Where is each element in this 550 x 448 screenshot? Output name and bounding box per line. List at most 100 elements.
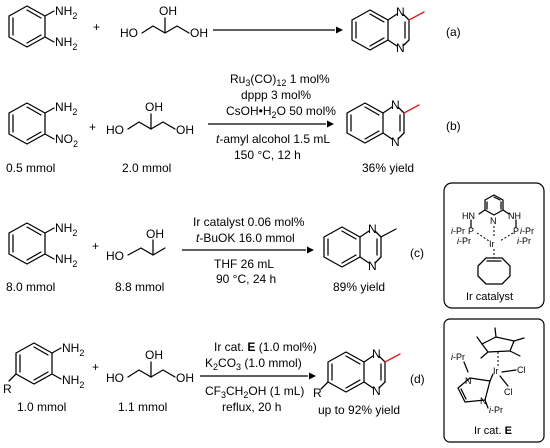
- plus-sign: +: [92, 360, 99, 374]
- nitrogen-label: N: [372, 384, 381, 398]
- nh-subscript: 2: [72, 42, 77, 52]
- substituted-diamine-d: NH2 NH2 R: [3, 341, 84, 396]
- amount-label: 2.0 mmol: [122, 161, 171, 175]
- nh-label: NH: [62, 341, 79, 355]
- svg-text:i-Pr: i-Pr: [489, 405, 503, 415]
- isopropyl-label: -Pr: [453, 352, 465, 362]
- condition-text: (CO): [250, 72, 276, 86]
- nh-subscript: 2: [79, 380, 84, 390]
- pnp-pincer-ligand: HN N NH P P i-Pr i-Pr i-Pr i-Pr: [451, 194, 534, 246]
- isopropyl-label: -Pr: [519, 236, 531, 246]
- catalyst-caption: Ir catalyst: [466, 291, 513, 303]
- chloride-label: Cl: [504, 387, 513, 397]
- svg-text:CsOH•H2O 50 mol%: CsOH•H2O 50 mol%: [226, 104, 336, 120]
- condition-text: H: [263, 104, 272, 118]
- condition-text: 1 mol%: [286, 72, 330, 86]
- catalyst-caption-letter: E: [505, 425, 512, 437]
- svg-text:CF3CH2OH (1 mL): CF3CH2OH (1 mL): [205, 384, 304, 400]
- propylene-glycol-c: HO OH: [106, 227, 166, 263]
- isopropyl-i: i: [520, 226, 523, 236]
- condition-text: dppp 3 mol%: [241, 88, 311, 102]
- reaction-a: NH2 NH2 + HO OH OH N N: [8, 4, 461, 55]
- amount-label: 0.5 mmol: [6, 161, 55, 175]
- hydroxyl-label: OH: [145, 100, 163, 114]
- amount-label: 8.0 mmol: [6, 280, 55, 294]
- nh-subscript: 2: [72, 107, 77, 117]
- condition-text: t: [196, 231, 200, 245]
- condition-text: (1.0 mol%): [255, 340, 316, 354]
- nh-label: NH: [55, 4, 72, 18]
- condition-text: reflux, 20 h: [222, 400, 281, 414]
- nh-subscript: 2: [72, 11, 77, 21]
- yield-label: up to 92% yield: [318, 403, 400, 417]
- reaction-d: NH2 NH2 R 1.0 mmol + HO OH OH 1.1 mmol I…: [3, 340, 425, 417]
- conditions-above-c: Ir catalyst 0.06 mol% t-BuOK 16.0 mmol: [193, 215, 305, 245]
- svg-text:i-Pr: i-Pr: [457, 236, 471, 246]
- nitrogen-label: N: [396, 41, 405, 55]
- condition-text: K: [205, 356, 213, 370]
- hydroxyl-label: OH: [190, 26, 208, 40]
- condition-text: O 50 mol%: [277, 104, 337, 118]
- condition-text: Ir cat.: [214, 340, 247, 354]
- hydroxyl-label: OH: [159, 4, 177, 18]
- plus-sign: +: [93, 20, 100, 34]
- amine-nh-label: NH: [508, 211, 521, 221]
- isopropyl-label: -Pr: [491, 405, 503, 415]
- svg-text:Ru3(CO)12 1 mol%: Ru3(CO)12 1 mol%: [230, 72, 330, 88]
- nitrogen-label: N: [391, 98, 400, 112]
- condition-text: Ru: [230, 72, 245, 86]
- svg-text:i-Pr: i-Pr: [517, 236, 531, 246]
- reaction-arrow: [200, 372, 316, 380]
- isopropyl-label: -Pr: [459, 236, 471, 246]
- quinoxaline-product-d: N N R: [313, 347, 401, 400]
- svg-text:NH2: NH2: [55, 100, 77, 117]
- condition-text: t: [216, 132, 220, 146]
- svg-text:i-Pr: i-Pr: [451, 352, 465, 362]
- condition-subscript: 3: [236, 362, 241, 372]
- condition-subscript: 3: [221, 390, 226, 400]
- conditions-above-d: Ir cat. E (1.0 mol%) K2CO3 (1.0 mmol): [205, 340, 317, 372]
- condition-text: •: [259, 104, 263, 118]
- condition-text: 90 °C, 24 h: [216, 272, 276, 286]
- reaction-b: NH2 NO2 0.5 mmol + HO OH OH 2.0 mmol Ru3…: [6, 72, 461, 175]
- nitro-label: NO: [55, 132, 73, 146]
- condition-subscript: 2: [213, 362, 218, 372]
- phosphorus-label: P: [513, 226, 519, 236]
- isopropyl-i: i: [457, 236, 460, 246]
- pyridine-n-label: N: [490, 216, 497, 226]
- reaction-tag: (b): [446, 119, 461, 133]
- svg-text:i-Pr: i-Pr: [451, 226, 465, 236]
- cyclooctene-ligand: [477, 257, 511, 285]
- condition-subscript: 2: [272, 110, 277, 120]
- quinoxaline-product-a: N N: [351, 5, 425, 55]
- reaction-c: NH2 NH2 8.0 mmol + HO OH 8.8 mmol Ir cat…: [6, 215, 424, 294]
- isopropyl-i: i: [517, 236, 520, 246]
- no-subscript: 2: [73, 139, 78, 149]
- condition-text: OH (1 mL): [248, 384, 304, 398]
- nh-subscript: 2: [79, 348, 84, 358]
- isopropyl-label: -Pr: [522, 226, 534, 236]
- isopropyl-i: i: [451, 226, 454, 236]
- conditions-below-b: t-amyl alcohol 1.5 mL 150 °C, 12 h: [216, 132, 330, 162]
- hydroxyl-label: HO: [120, 26, 138, 40]
- nitrogen-label: N: [396, 5, 405, 19]
- svg-text:t-BuOK 16.0 mmol: t-BuOK 16.0 mmol: [196, 231, 295, 245]
- cp-star-ligand: [476, 327, 525, 359]
- svg-text:NH2: NH2: [55, 252, 77, 269]
- o-phenylenediamine-c: NH2 NH2: [8, 221, 77, 269]
- isopropyl-i: i: [489, 405, 492, 415]
- catalyst-box: [443, 182, 545, 309]
- conditions-below-c: THF 26 mL 90 °C, 24 h: [214, 257, 276, 286]
- amount-label: 1.1 mmol: [118, 400, 167, 414]
- condition-text: 150 °C, 12 h: [234, 148, 301, 162]
- nh-subscript: 2: [72, 259, 77, 269]
- condition-text: CO: [218, 356, 236, 370]
- ir-cat-e-panel: Ir i-Pr N N i-Pr Cl Cl Ir cat. E: [443, 318, 545, 443]
- yield-label: 36% yield: [362, 161, 414, 175]
- chloride-label: Cl: [517, 365, 526, 375]
- reaction-tag: (a): [446, 25, 461, 39]
- hydroxyl-label: HO: [106, 123, 124, 137]
- condition-text: -amyl alcohol 1.5 mL: [219, 132, 330, 146]
- isopropyl-label: -Pr: [453, 226, 465, 236]
- iridium-label: Ir: [493, 366, 499, 376]
